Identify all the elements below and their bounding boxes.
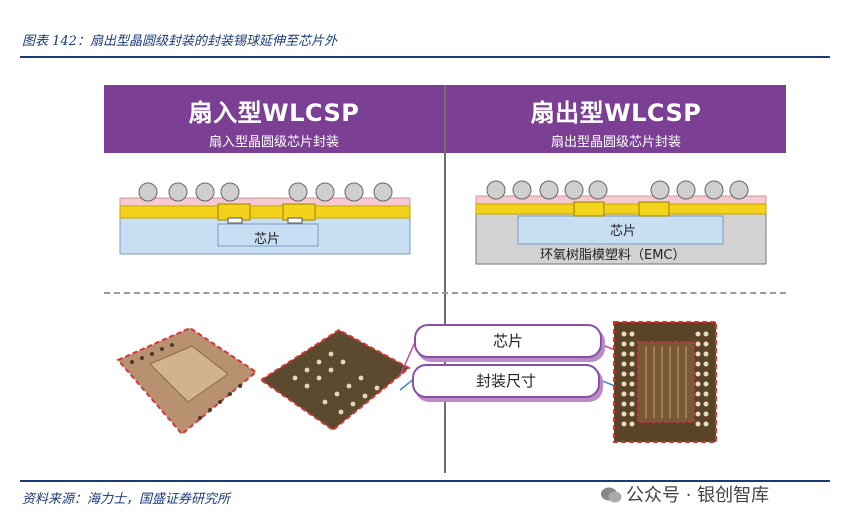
fan-in-cross-section bbox=[119, 182, 411, 255]
fan-out-title: 扇出型WLCSP bbox=[530, 99, 702, 127]
source-note: 资料来源：海力士，国盛证券研究所 bbox=[22, 492, 231, 507]
fan-out-subtitle: 扇出型晶圆级芯片封装 bbox=[550, 135, 681, 150]
fan-out-cross-section bbox=[475, 180, 767, 265]
watermark-text: 公众号 · 银创智库 bbox=[626, 485, 770, 506]
fan-in-chip-label: 芯片 bbox=[254, 232, 281, 247]
top-rule bbox=[20, 56, 830, 58]
panel-divider bbox=[444, 85, 446, 473]
fan-in-header: 扇入型WLCSP 扇入型晶圆级芯片封装 bbox=[104, 85, 444, 153]
fan-in-package-photo-2 bbox=[259, 328, 411, 432]
fan-out-emc-label: 环氧树脂模塑料（EMC） bbox=[540, 248, 686, 263]
figure-caption: 图表 142：扇出型晶圆级封装的封装锡球延伸至芯片外 bbox=[22, 34, 337, 49]
fan-out-header: 扇出型WLCSP 扇出型晶圆级芯片封装 bbox=[446, 85, 786, 153]
bottom-rule bbox=[20, 480, 830, 482]
fan-out-package-photo bbox=[613, 321, 717, 443]
section-divider bbox=[104, 292, 786, 294]
fan-in-subtitle: 扇入型晶圆级芯片封装 bbox=[208, 135, 339, 150]
watermark: 公众号 · 银创智库 bbox=[600, 481, 769, 507]
fan-in-package-photo-1 bbox=[116, 326, 258, 436]
fan-in-title: 扇入型WLCSP bbox=[188, 99, 360, 127]
callout-package-size: 封装尺寸 bbox=[412, 364, 600, 398]
fan-out-chip-label: 芯片 bbox=[610, 224, 637, 239]
callout-chip: 芯片 bbox=[414, 324, 602, 358]
wechat-icon bbox=[600, 486, 622, 504]
